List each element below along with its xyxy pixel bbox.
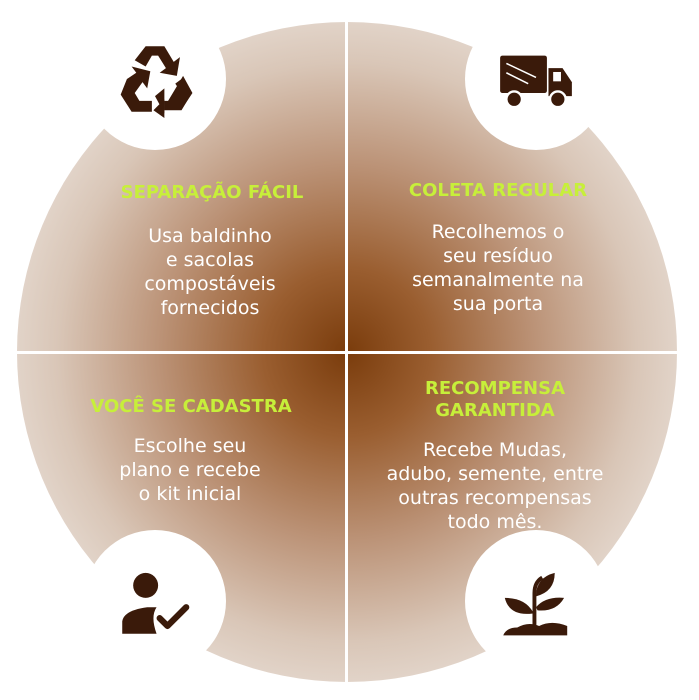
quadrant-title-separacao: SEPARAÇÃO FÁCIL xyxy=(120,182,304,203)
user-check-icon xyxy=(122,572,190,634)
plant-icon xyxy=(503,572,568,636)
user-check-bubble xyxy=(84,530,226,672)
quadrant-title-cadastra: VOCÊ SE CADASTRA xyxy=(90,396,292,417)
truck-icon xyxy=(500,55,572,109)
truck-bubble xyxy=(465,8,607,150)
recycle-icon xyxy=(120,46,193,118)
divider-horizontal xyxy=(14,351,682,354)
recycle-bubble xyxy=(84,8,226,150)
plant-bubble xyxy=(465,530,607,672)
quadrant-title-coleta: COLETA REGULAR xyxy=(408,180,588,201)
